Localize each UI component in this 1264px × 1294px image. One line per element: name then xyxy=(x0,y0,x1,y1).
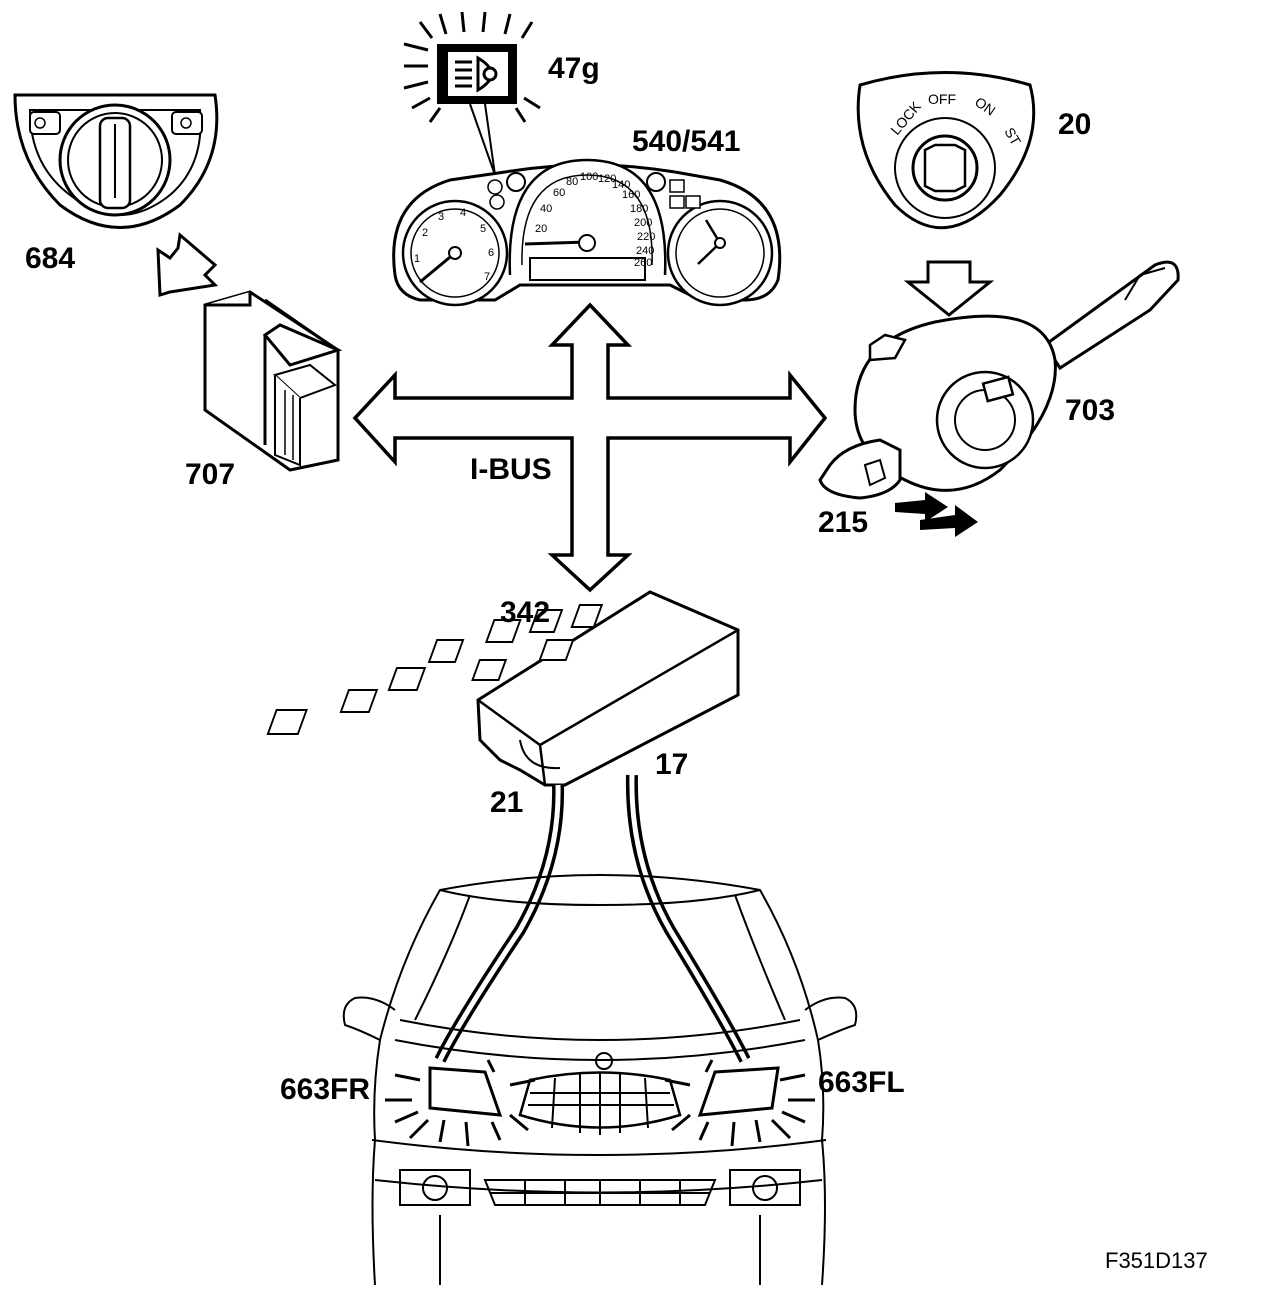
figure-id: F351D137 xyxy=(1105,1248,1208,1273)
label-light-switch: 684 xyxy=(25,242,76,275)
speedo-tick: 80 xyxy=(566,176,578,188)
speedo-tick: 260 xyxy=(634,257,652,269)
instrument-cluster: 20 40 60 80 100 120 140 160 180 200 220 … xyxy=(392,158,782,307)
label-headlamp-right: 663FR xyxy=(280,1073,371,1106)
speedo-tick: 100 xyxy=(580,171,598,183)
headlamp-indicator xyxy=(403,11,541,176)
tacho-tick: 5 xyxy=(480,223,486,235)
tacho-tick: 7 xyxy=(484,271,490,283)
light-rays-icon xyxy=(403,11,541,123)
tacho-tick: 1 xyxy=(414,253,420,265)
tacho-tick: 6 xyxy=(488,247,494,259)
label-bcm: 707 xyxy=(185,458,236,491)
direction-arrow-icon xyxy=(895,492,948,522)
label-wire-17: 17 xyxy=(655,748,689,781)
i-bus-arrows xyxy=(352,302,828,593)
label-lamp-symbol: 47g xyxy=(548,52,600,85)
speedo-tick: 120 xyxy=(598,173,616,185)
label-headlamp-left: 663FL xyxy=(818,1066,905,1099)
steering-column-switch xyxy=(818,260,1180,537)
ignition-position-st: ST xyxy=(1001,125,1024,149)
headlamp-right xyxy=(385,1059,536,1147)
speedo-tick: 60 xyxy=(553,187,565,199)
tacho-tick: 2 xyxy=(422,227,428,239)
label-fuse-box: 342 xyxy=(500,596,551,629)
speedo-tick: 40 xyxy=(540,203,552,215)
headlamp-left xyxy=(664,1059,815,1147)
speedo-tick: 160 xyxy=(622,189,640,201)
ignition-switch: LOCK OFF ON ST xyxy=(856,71,1036,230)
label-bus: I-BUS xyxy=(470,453,552,486)
speedo-tick: 240 xyxy=(636,245,654,257)
arrow-20-to-703 xyxy=(903,260,995,317)
speedo-tick: 20 xyxy=(535,223,547,235)
ignition-position-off: OFF xyxy=(928,91,956,107)
fuse-relay-box xyxy=(266,590,740,787)
arrow-684-to-707 xyxy=(156,232,219,297)
tacho-tick: 3 xyxy=(438,211,444,223)
wiring-harness xyxy=(434,774,751,1063)
tacho-tick: 4 xyxy=(460,207,466,219)
car-front-view xyxy=(342,873,858,1286)
speedo-tick: 220 xyxy=(637,231,655,243)
direction-arrow-icon xyxy=(920,505,978,537)
speedo-tick: 200 xyxy=(634,217,652,229)
light-switch-panel xyxy=(13,93,219,229)
label-stalk-knob: 215 xyxy=(818,506,869,539)
speedo-tick: 180 xyxy=(630,203,648,215)
label-wire-21: 21 xyxy=(490,786,524,819)
label-instrument-cluster: 540/541 xyxy=(632,125,741,158)
speedo-tick: 140 xyxy=(612,179,630,191)
label-ignition: 20 xyxy=(1058,108,1092,141)
label-stalk: 703 xyxy=(1065,394,1116,427)
body-control-module xyxy=(203,290,343,472)
